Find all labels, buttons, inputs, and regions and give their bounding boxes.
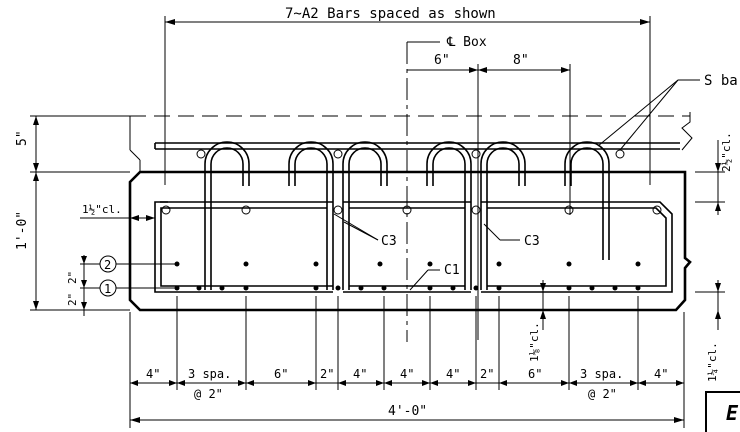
stirrup-hooks xyxy=(204,141,610,290)
right-dimensions: 2½"cl. 1¼"cl. 1⅛"cl. xyxy=(528,132,733,382)
top-slab-outline xyxy=(30,112,693,172)
bottom-dim-5: 4" xyxy=(353,367,367,381)
upper-spacing-dims: 6" 8" xyxy=(407,53,571,340)
bottom-dim-2: 3 spa. xyxy=(188,367,231,381)
bottom-at-left: @ 2" xyxy=(194,387,223,401)
c3-left-label: C3 xyxy=(381,234,397,249)
circle-1-label: 1 xyxy=(104,282,111,296)
open-bar-circles xyxy=(161,149,662,215)
bottom-dim-6: 4" xyxy=(400,367,414,381)
centerline-box: ℄ Box xyxy=(406,35,487,342)
bottom-dim-3: 6" xyxy=(274,367,288,381)
dim-2a-label: 2" xyxy=(66,271,79,284)
corner-title-box: E xyxy=(705,391,740,432)
spacing-6-label: 6" xyxy=(434,53,450,68)
clear-bottom-mid-label: 1⅛"cl. xyxy=(528,322,541,362)
bottom-dim-9: 6" xyxy=(528,367,542,381)
depth-slab-label: 1'-0" xyxy=(15,211,30,250)
dim-2b-label: 2" xyxy=(66,293,79,306)
spacing-8-label: 8" xyxy=(513,53,529,68)
top-bars-label: 7~A2 Bars spaced as shown xyxy=(285,6,496,22)
bottom-at-right: @ 2" xyxy=(588,387,617,401)
clear-left-label: 1½"cl. xyxy=(82,203,122,216)
bottom-dim-1: 4" xyxy=(146,367,160,381)
bottom-dim-8: 2" xyxy=(480,367,494,381)
corner-letter: E xyxy=(726,401,739,425)
s-bars-callout: S bars xyxy=(597,73,740,151)
clear-bottom-right-label: 1¼"cl. xyxy=(706,342,719,382)
top-bars-dimension: 7~A2 Bars spaced as shown xyxy=(164,6,651,185)
interior-stirrups xyxy=(154,201,673,293)
circle-2-label: 2 xyxy=(104,258,111,272)
bottom-dim-7: 4" xyxy=(446,367,460,381)
c1-label: C1 xyxy=(444,263,460,278)
bottom-dim-11: 4" xyxy=(654,367,668,381)
bottom-dim-10: 3 spa. xyxy=(580,367,623,381)
centerline-label: ℄ Box xyxy=(446,35,487,50)
left-dimensions: 5" 1'-0" 1½"cl. 2" 2" 2 1 xyxy=(15,116,177,316)
c-bar-callouts: C3 C3 C1 xyxy=(333,213,540,291)
overall-width-label: 4'-0" xyxy=(388,404,427,419)
bottom-dimension-chain: 4" 3 spa. 6" 2" 4" 4" 4" 2" 6" 3 spa. 4"… xyxy=(129,296,685,428)
c3-right-label: C3 xyxy=(524,234,540,249)
s-bars-label: S bars xyxy=(704,73,740,89)
bottom-dim-4: 2" xyxy=(320,367,334,381)
clear-top-label: 2½"cl. xyxy=(720,132,733,172)
depth-top-label: 5" xyxy=(15,130,30,146)
